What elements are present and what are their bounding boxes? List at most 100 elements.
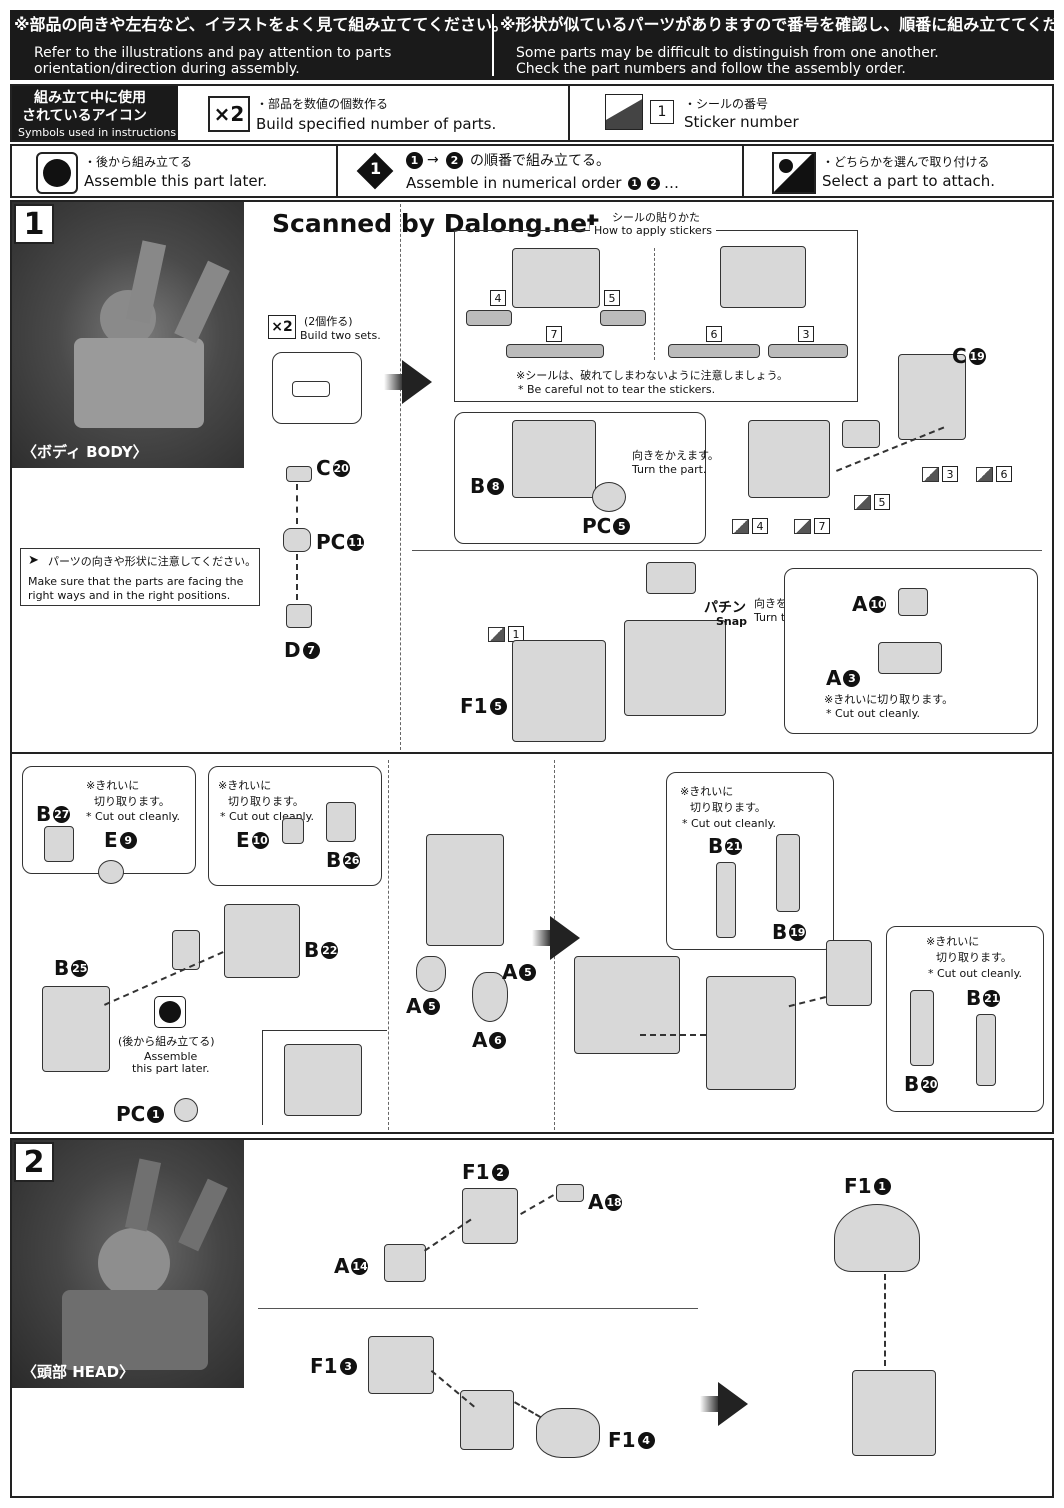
- b19-part: [776, 834, 800, 912]
- select-part-dot-icon: [779, 159, 793, 173]
- x2-en: Build specified number of parts.: [256, 115, 497, 133]
- body-photo-torso: [74, 338, 204, 428]
- head-photo-dome: [98, 1228, 170, 1298]
- line-side-body: [640, 1034, 706, 1036]
- legend-row-1: [10, 84, 1054, 142]
- legend-divider-1: [568, 86, 570, 140]
- x2-ja: ・部品を数値の個数作る: [256, 97, 389, 111]
- facing-note: [20, 548, 260, 606]
- chest-shell-part: [748, 420, 830, 498]
- watermark: Scanned by Dalong.net: [272, 209, 600, 238]
- step1-sub-divider: [412, 550, 1042, 552]
- legend-divider-3: [742, 146, 744, 196]
- body-photo-label: 〈ボディ BODY〉: [22, 443, 148, 461]
- step1-lower-arrow-icon: [550, 916, 580, 960]
- head-photo-label: 〈頭部 HEAD〉: [22, 1363, 135, 1381]
- cut-ja-2a: ※きれいに: [218, 779, 272, 792]
- step1-x2-en: Build two sets.: [300, 329, 381, 342]
- sticker-ref-3: 3: [798, 326, 814, 342]
- step1-top-divider: [10, 752, 1054, 754]
- legend-title-box: [12, 86, 178, 140]
- head-photo-fin-left: [124, 1158, 162, 1232]
- sticker-ref-6: 6: [706, 326, 722, 342]
- sticker-ref-4: 4: [490, 290, 506, 306]
- order-en-step-1-icon: 1: [628, 177, 641, 190]
- assemble-later-dot-icon: [43, 159, 71, 187]
- step2-flow-arrow-icon: [718, 1382, 748, 1426]
- body-main-assembly: [574, 956, 680, 1054]
- sticker-r3: 3: [922, 466, 958, 482]
- line-pc11-d7: [296, 554, 298, 600]
- assemble-later-icon: [36, 152, 78, 194]
- cut-en-3: * Cut out cleanly.: [682, 817, 777, 830]
- b26-part: [326, 802, 356, 842]
- step1-col-divider: [400, 204, 402, 750]
- later-ja-step1: (後から組み立てる): [118, 1035, 215, 1048]
- facing-ja: パーツの向きや形状に注意してください。: [48, 555, 257, 568]
- facing-en-2: right ways and in the right positions.: [28, 589, 231, 602]
- snap-en: Snap: [716, 615, 748, 628]
- cut-ja-4a: ※きれいに: [926, 935, 980, 948]
- order-step-2-icon: 2: [446, 152, 463, 169]
- sticker-en: Sticker number: [684, 113, 799, 131]
- line-c20-pc11: [296, 484, 298, 524]
- cut-ja-2b: 切り取ります。: [228, 795, 304, 808]
- facing-en-1: Make sure that the parts are facing the: [28, 575, 244, 588]
- legend-row-2: [10, 144, 1054, 198]
- select-en: Select a part to attach.: [822, 172, 996, 190]
- f12-part: [462, 1188, 518, 1244]
- sticker-r6: 6: [976, 466, 1012, 482]
- sticker-r1: 1: [488, 626, 524, 642]
- sticker-guide-front-part: [512, 248, 600, 308]
- b21-part-a: [716, 862, 736, 938]
- step2-sub-divider: [258, 1308, 698, 1310]
- header-right-ja: ※形状が似ているパーツがありますので番号を確認し、順番に組み立ててください。: [500, 15, 1064, 34]
- header-divider: [492, 14, 494, 76]
- turn-en-1: Turn the part.: [632, 463, 707, 476]
- sticker-r7-icon: [794, 518, 811, 534]
- b27-part: [44, 826, 74, 862]
- sticker-shape-7: [506, 344, 604, 358]
- header-left-en-2: orientation/direction during assembly.: [34, 61, 300, 77]
- head-photo-body: [62, 1290, 208, 1370]
- sticker-guide-back-part: [720, 246, 806, 308]
- sticker-number-box: 1: [650, 100, 674, 124]
- c19-part: [898, 354, 966, 440]
- e9-part: [98, 860, 124, 884]
- lower-col-divider-1: [388, 760, 390, 1130]
- a3-part: [878, 642, 942, 674]
- a14-part: [384, 1244, 426, 1282]
- line-dome-head: [884, 1274, 886, 1366]
- step1-flow-arrow-icon: [402, 360, 432, 404]
- a5-thruster-left: [416, 956, 446, 992]
- cut-ja-a3: ※きれいに切り取ります。: [824, 693, 954, 706]
- careful-ja: ※シールは、破れてしまわないように注意しましょう。: [516, 369, 789, 382]
- sticker-r4: 4: [732, 518, 768, 534]
- d7-part: [286, 604, 312, 628]
- header-left-en-1: Refer to the illustrations and pay atten…: [34, 45, 392, 61]
- later-en: Assemble this part later.: [84, 172, 268, 190]
- select-part-icon: [772, 152, 816, 194]
- inset-back-view: [262, 1030, 387, 1125]
- legend-divider-2: [336, 146, 338, 196]
- f15-part: [512, 640, 606, 742]
- step1-lower-arrow-stem: [532, 930, 552, 946]
- step1-x2-icon: ×2: [268, 315, 296, 339]
- sticker-r6-icon: [976, 466, 993, 482]
- cut-en-a3: * Cut out cleanly.: [826, 707, 921, 720]
